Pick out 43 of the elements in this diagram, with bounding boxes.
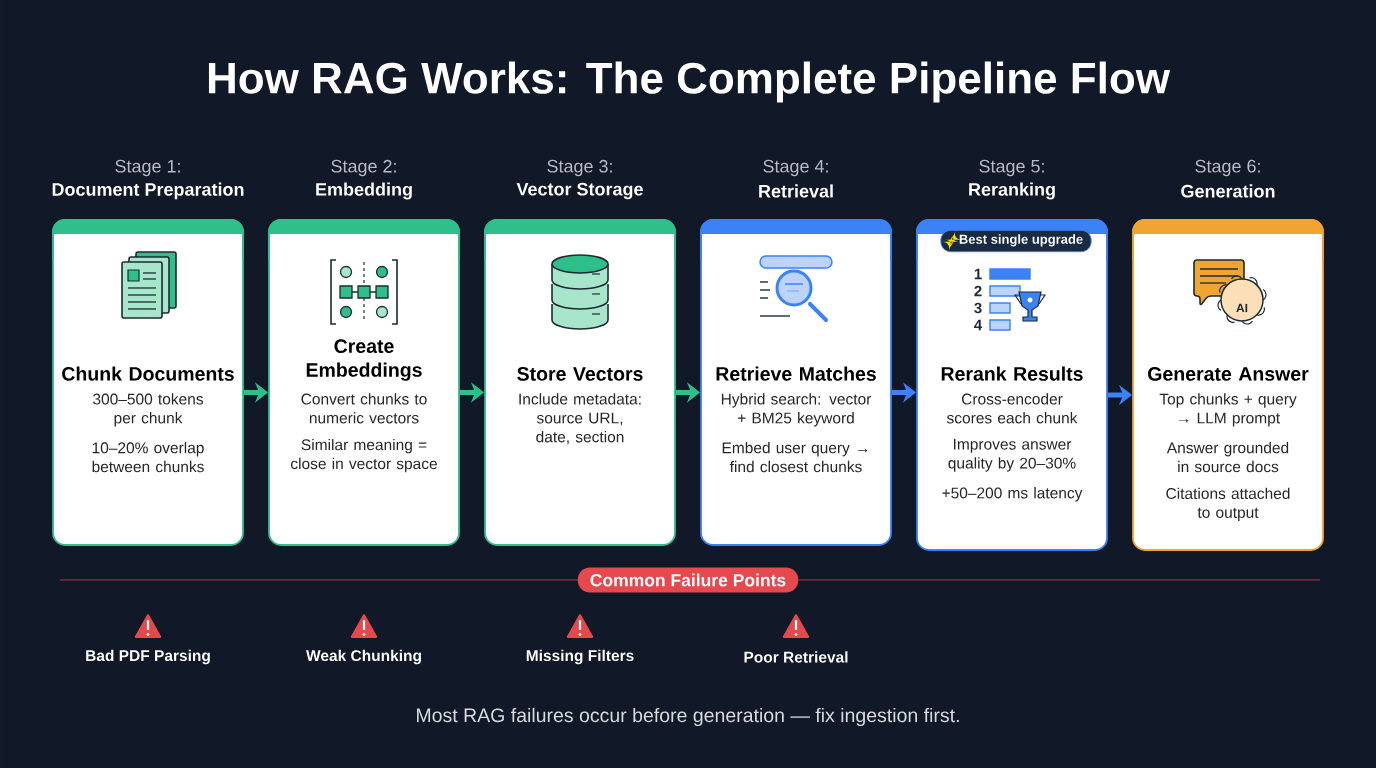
stage-name: Retrieval xyxy=(759,184,833,198)
card-title: Generate Answer xyxy=(1148,367,1309,381)
failure-label: Weak Chunking xyxy=(306,649,421,665)
icon-label: AI xyxy=(1236,303,1248,313)
card-title: Create Embeddings xyxy=(306,339,422,381)
card-text: Improves answer quality by 20–30% xyxy=(948,438,1076,472)
card-title: Retrieve Matches xyxy=(716,366,876,381)
card-text: 10–20% overlap between chunks xyxy=(92,441,204,473)
stage-label: Stage 6: xyxy=(1195,159,1260,177)
stage-name: Reranking xyxy=(969,182,1055,200)
title: How RAG Works: The Complete Pipeline Flow xyxy=(208,61,1171,103)
card-text: Answer grounded in source docs xyxy=(1166,441,1289,473)
stage-label: Stage 2: xyxy=(331,159,396,177)
card-text: Similar meaning = close in vector space xyxy=(291,438,437,473)
card-text: 300–500 tokens per chunk xyxy=(93,393,203,427)
card-text: Citations attached to output xyxy=(1166,487,1290,521)
card-text: Embed user query → find closest chunks xyxy=(722,441,868,473)
stage-name: Vector Storage xyxy=(516,182,643,200)
card-text: Hybrid search: vector + BM25 keyword xyxy=(721,393,872,427)
failure-label: Poor Retrieval xyxy=(744,651,848,663)
card-text: Top chunks + query → LLM prompt xyxy=(1159,393,1297,427)
caption: Most RAG failures occur before generation — fix ingestion first. xyxy=(417,707,959,727)
rank-number: 4 xyxy=(974,319,983,331)
stage-name: Generation xyxy=(1181,184,1275,198)
failure-label: Bad PDF Parsing xyxy=(86,649,210,665)
card-text: Cross-encoder scores each chunk xyxy=(946,393,1078,424)
rank-number: 2 xyxy=(974,285,982,297)
failure-label: Missing Filters xyxy=(526,649,634,665)
rank-number: 3 xyxy=(974,302,982,314)
badge: Best single upgrade xyxy=(940,229,1092,253)
card-title: Rerank Results xyxy=(941,366,1083,381)
stage-label: Stage 5: xyxy=(979,159,1044,177)
stage-label: Stage 3: xyxy=(547,159,612,177)
stage-label: Stage 4: xyxy=(763,159,828,177)
card-title: Store Vectors xyxy=(517,367,643,381)
stage-label: Stage 1: xyxy=(115,159,180,177)
card-text: Convert chunks to numeric vectors xyxy=(301,393,427,424)
stage-name: Embedding xyxy=(316,182,412,200)
rank-number: 1 xyxy=(974,268,982,280)
card-text: Include metadata: source URL, date, section xyxy=(519,393,641,445)
stage-name: Document Preparation xyxy=(52,182,244,200)
card-title: Chunk Documents xyxy=(62,366,234,381)
card-text: +50–200 ms latency xyxy=(942,487,1083,502)
